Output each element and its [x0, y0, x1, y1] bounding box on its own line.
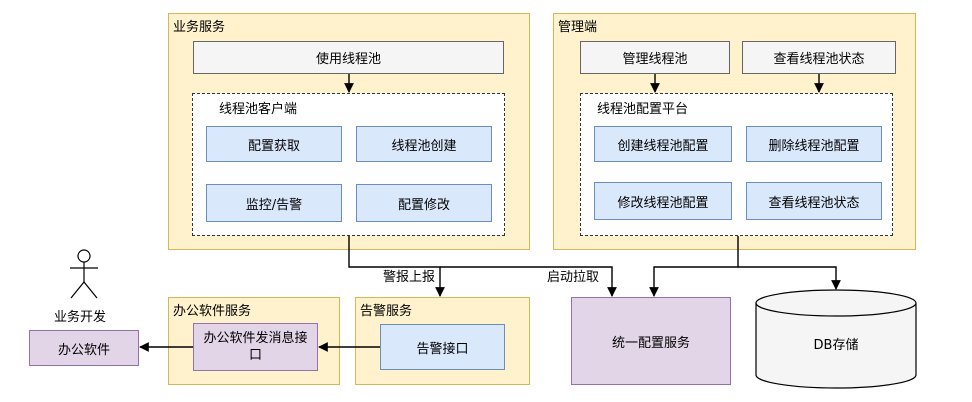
config-modify-node[interactable]: 配置修改: [356, 184, 492, 222]
actor-stick-figure: [70, 249, 98, 299]
office-app-node[interactable]: 办公软件: [29, 330, 139, 366]
alarm-api-node[interactable]: 告警接口: [380, 324, 505, 370]
config-platform-title: 线程池配置平台: [597, 102, 689, 117]
delete-config-node[interactable]: 删除线程池配置: [746, 126, 882, 162]
view-status-config-node[interactable]: 查看线程池状态: [746, 182, 882, 220]
edge-platform-db: [738, 266, 841, 290]
pool-create-node[interactable]: 线程池创建: [356, 126, 492, 162]
edge-label-startup-pull: 启动拉取: [545, 270, 602, 286]
config-fetch-node[interactable]: 配置获取: [206, 126, 342, 162]
admin-title: 管理端: [558, 20, 598, 35]
pool-client-title: 线程池客户端: [219, 102, 298, 117]
edge-alarm-report: [348, 236, 445, 297]
monitor-alarm-node[interactable]: 监控/告警: [206, 184, 342, 222]
office-send-api-node[interactable]: 办公软件发消息接口: [193, 323, 318, 371]
db-cylinder[interactable]: [755, 289, 917, 389]
edge-startup-pull: [440, 266, 617, 297]
office-service-title: 办公软件服务: [173, 304, 252, 319]
unified-config-service-node[interactable]: 统一配置服务: [571, 297, 731, 385]
use-pool-node[interactable]: 使用线程池: [193, 41, 504, 74]
view-status-node[interactable]: 查看线程池状态: [742, 41, 896, 74]
actor-label: 业务开发: [54, 310, 107, 325]
manage-pool-node[interactable]: 管理线程池: [580, 41, 730, 74]
business-service-title: 业务服务: [173, 20, 226, 35]
edge-platform-config: [649, 236, 739, 297]
edge-label-alarm-report: 警报上报: [381, 270, 438, 286]
alarm-service-title: 告警服务: [360, 304, 413, 319]
modify-config-node[interactable]: 修改线程池配置: [594, 182, 732, 220]
create-config-node[interactable]: 创建线程池配置: [594, 126, 732, 162]
db-label: DB存储: [813, 337, 859, 353]
